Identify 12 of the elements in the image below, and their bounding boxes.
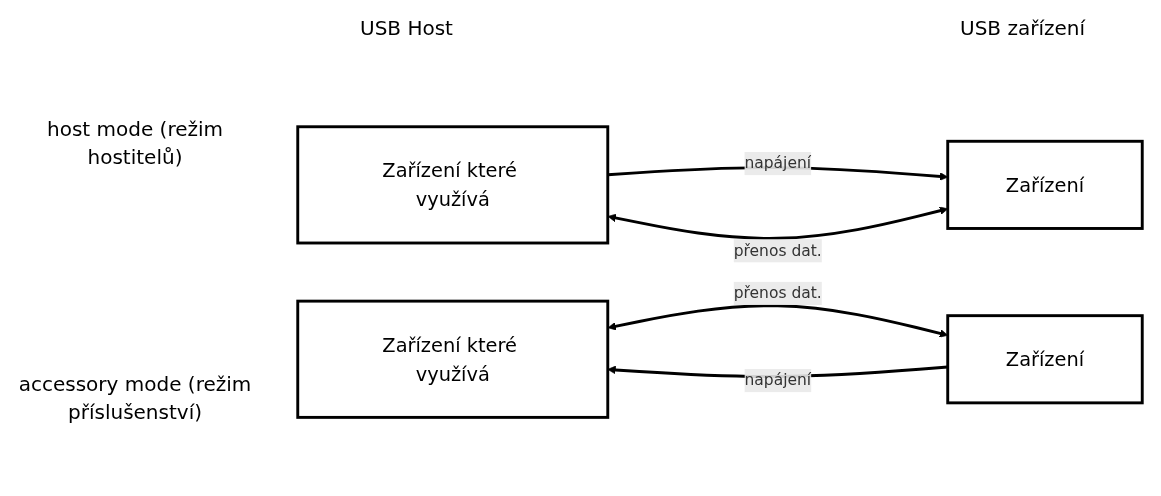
node-box: Zařízení které využívá	[296, 125, 610, 245]
column-header: USB zařízení	[960, 16, 1085, 40]
edge-label: napájení	[744, 154, 812, 173]
edge-label: přenos dat.	[733, 284, 822, 303]
row-label: host mode (režim hostitelů)	[45, 116, 224, 171]
edge-label: napájení	[744, 371, 812, 390]
row-label: accessory mode (režim příslušenství)	[17, 371, 253, 426]
column-header: USB Host	[360, 16, 453, 40]
node-box: Zařízení	[946, 314, 1144, 405]
node-box: Zařízení které využívá	[296, 300, 610, 420]
edge-label: přenos dat.	[733, 241, 822, 260]
node-box: Zařízení	[946, 140, 1144, 231]
